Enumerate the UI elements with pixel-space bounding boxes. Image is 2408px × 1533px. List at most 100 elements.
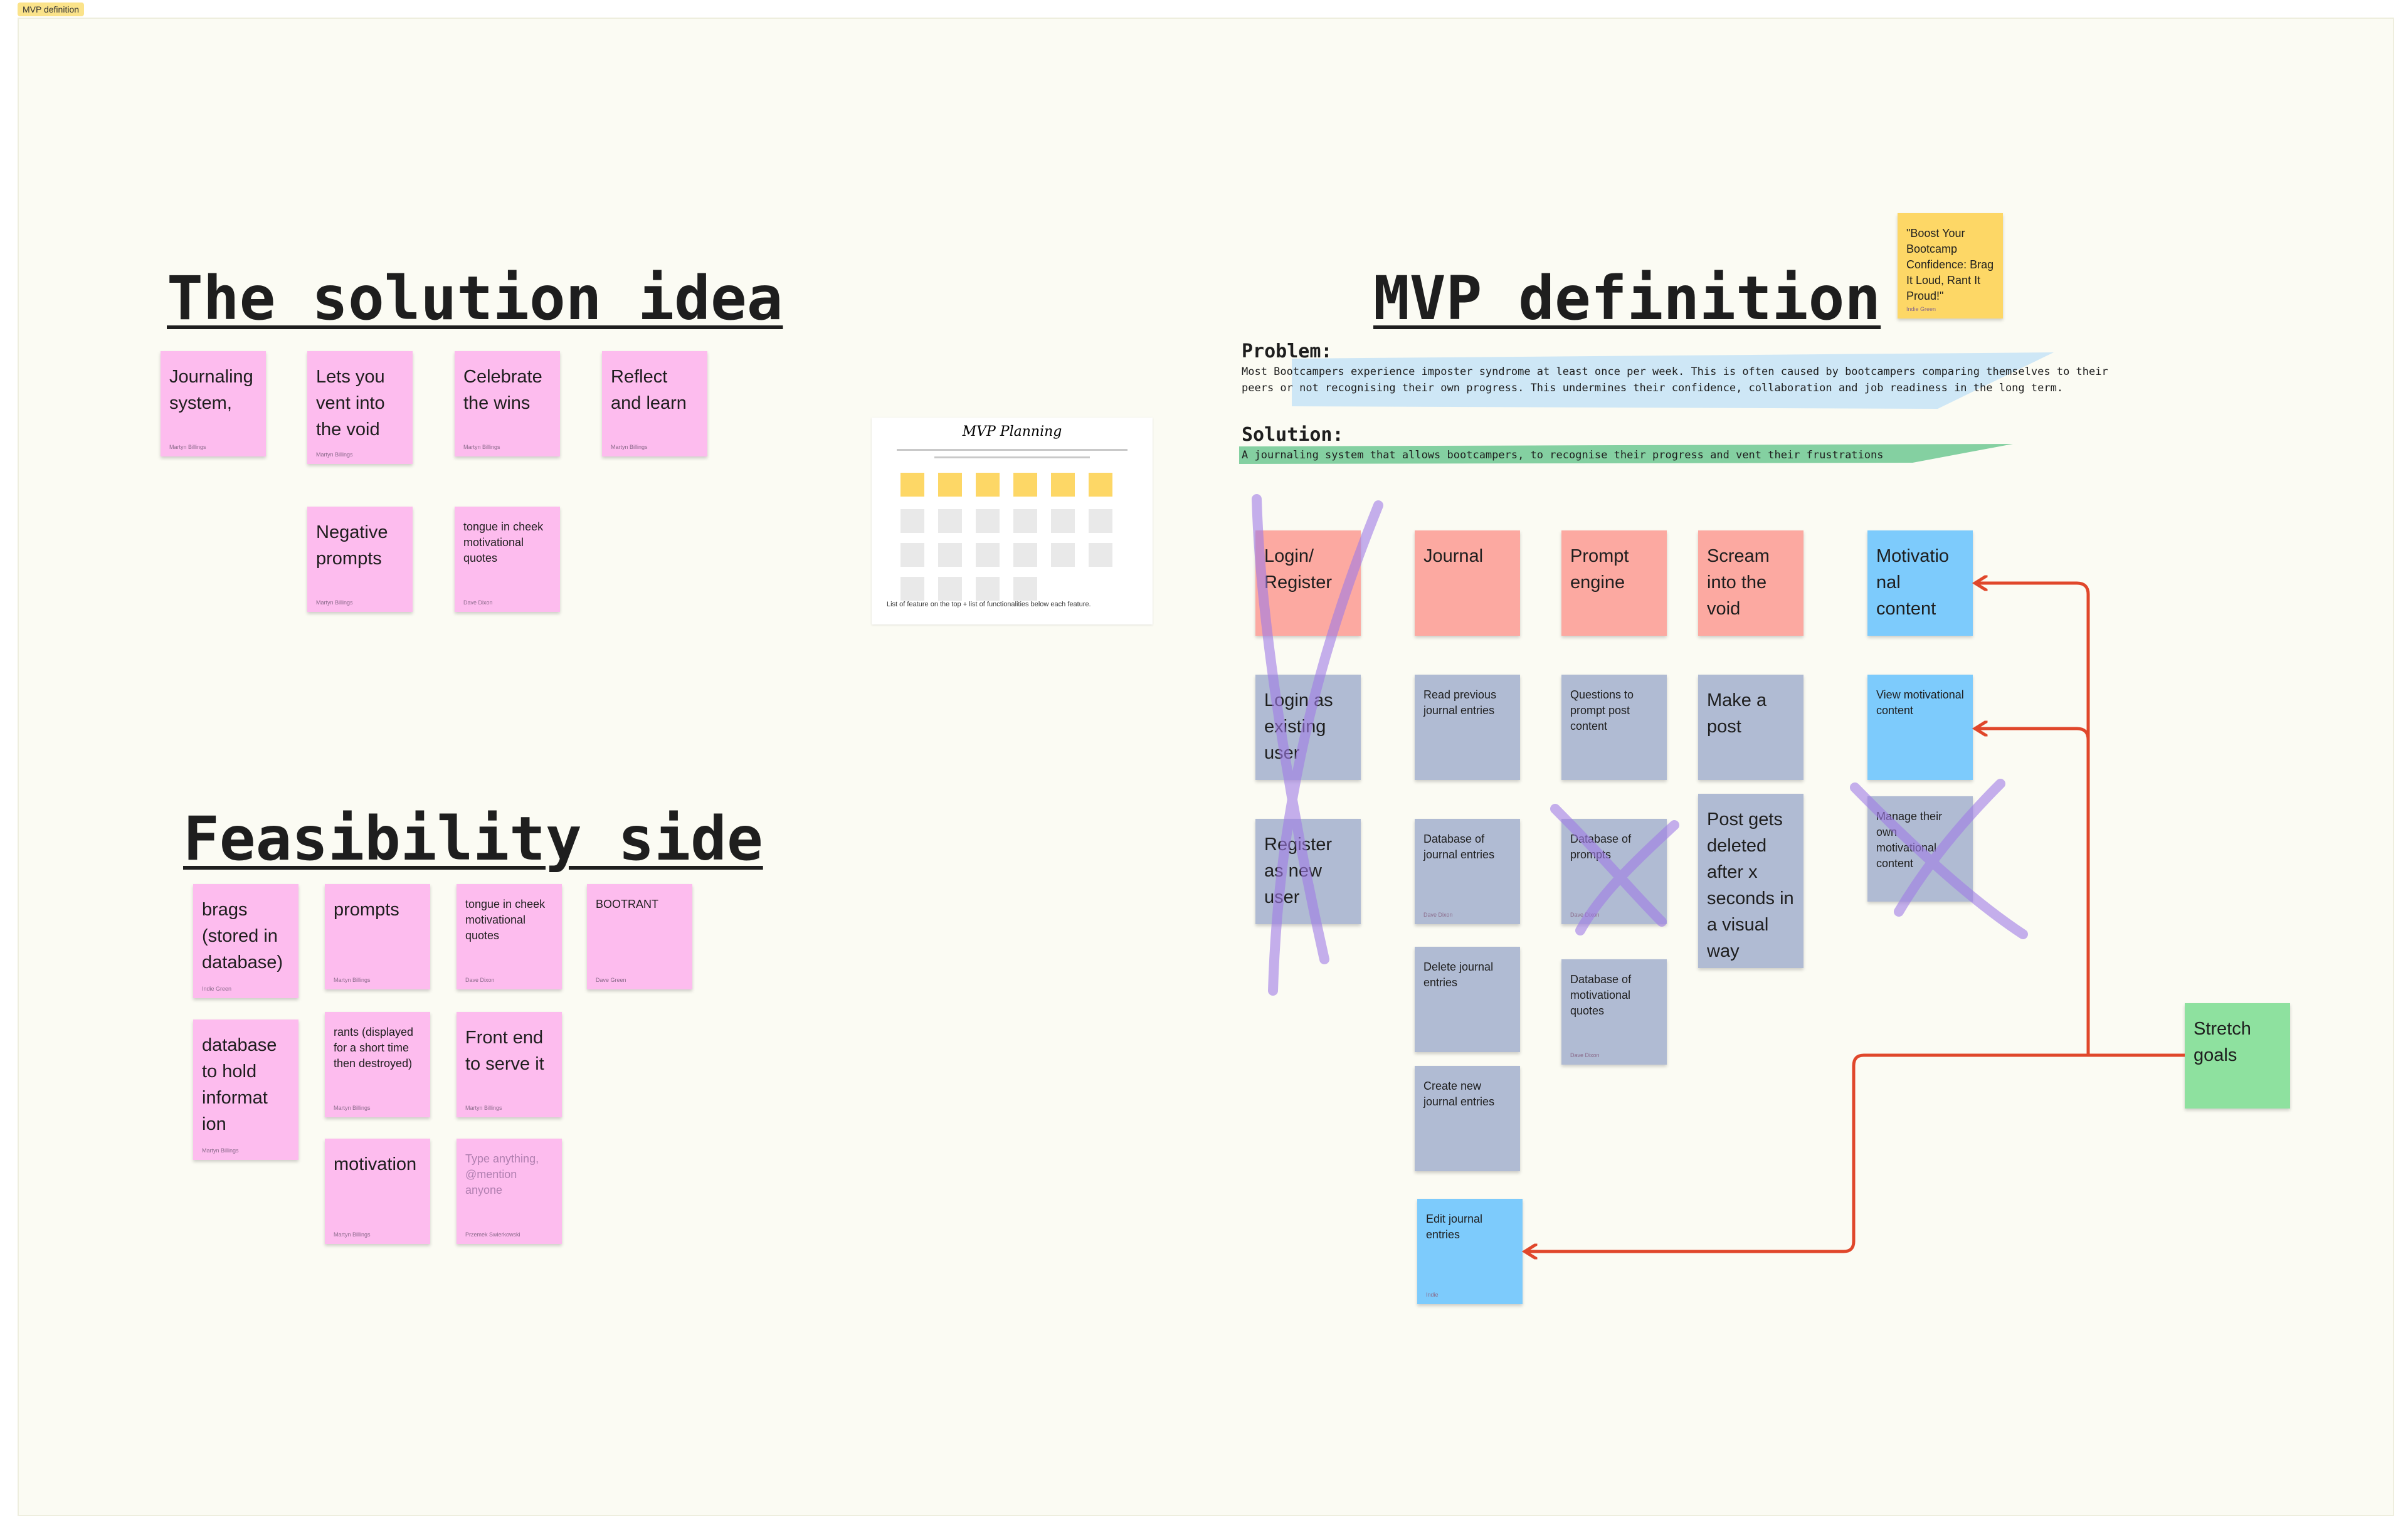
slogan-sticky[interactable]: "Boost Your Bootcamp Confidence: Brag It… bbox=[1898, 213, 2003, 319]
sticky-text: Reflect and learn bbox=[611, 367, 687, 413]
sticky-text: rants (displayed for a short time then d… bbox=[334, 1026, 414, 1070]
sticky-note[interactable]: Journaling system, Martyn Billings bbox=[161, 351, 266, 456]
problem-text-line-2: peers or not recognising their own progr… bbox=[1242, 382, 2064, 394]
feature-login-register[interactable]: Login/ Register bbox=[1255, 530, 1361, 636]
sticky-text: Login as existing user bbox=[1264, 690, 1333, 763]
task-questions-prompt[interactable]: Questions to prompt post content bbox=[1561, 675, 1667, 780]
sticky-note[interactable]: database to hold informat ion Martyn Bil… bbox=[193, 1019, 298, 1160]
sticky-author: Dave Dixon bbox=[1423, 912, 1453, 918]
section-tab[interactable]: MVP definition bbox=[18, 3, 85, 16]
sticky-text: Questions to prompt post content bbox=[1570, 688, 1634, 732]
thumbnail-sticky bbox=[938, 509, 962, 533]
heading-feasibility-side: Feasibility side bbox=[183, 804, 763, 874]
thumbnail-sticky bbox=[900, 577, 924, 601]
sticky-text: Delete journal entries bbox=[1423, 961, 1494, 989]
sticky-text: brags (stored in database) bbox=[202, 900, 283, 972]
task-database-prompts[interactable]: Database of prompts Dave Dixon bbox=[1561, 819, 1667, 924]
sticky-author: Indie Green bbox=[202, 986, 232, 992]
feature-journal[interactable]: Journal bbox=[1415, 530, 1520, 636]
sticky-text: Front end to serve it bbox=[465, 1028, 544, 1074]
sticky-author: Dave Dixon bbox=[465, 977, 495, 983]
sticky-text: prompts bbox=[334, 900, 399, 920]
sticky-author: Martyn Billings bbox=[334, 977, 371, 983]
section-frame bbox=[18, 18, 2394, 1516]
sticky-text: Lets you vent into the void bbox=[316, 367, 385, 440]
sticky-text: Post gets deleted after x seconds in a v… bbox=[1707, 809, 1794, 961]
task-view-motivational[interactable]: View motivational content bbox=[1867, 675, 1973, 780]
task-database-quotes[interactable]: Database of motivational quotes Dave Dix… bbox=[1561, 959, 1667, 1065]
sticky-note[interactable]: BOOTRANT Dave Green bbox=[587, 884, 692, 989]
sticky-note[interactable]: Lets you vent into the void Martyn Billi… bbox=[307, 351, 413, 464]
sticky-text: Edit journal entries bbox=[1426, 1213, 1483, 1241]
thumbnail-sticky bbox=[1089, 543, 1112, 567]
task-login-existing-user[interactable]: Login as existing user bbox=[1255, 675, 1361, 780]
sticky-text: Database of prompts bbox=[1570, 833, 1632, 861]
sticky-note[interactable]: prompts Martyn Billings bbox=[325, 884, 430, 989]
sticky-text: "Boost Your Bootcamp Confidence: Brag It… bbox=[1906, 227, 1994, 302]
task-delete-journal[interactable]: Delete journal entries bbox=[1415, 947, 1520, 1052]
sticky-note[interactable]: rants (displayed for a short time then d… bbox=[325, 1012, 430, 1117]
thumbnail-sticky bbox=[1051, 473, 1075, 497]
task-register-new-user[interactable]: Register as new user bbox=[1255, 819, 1361, 924]
thumbnail-sticky bbox=[900, 543, 924, 567]
sticky-text: Journaling system, bbox=[169, 367, 253, 413]
sticky-text: Manage their own motivational content bbox=[1876, 810, 1943, 870]
feature-motivational-content[interactable]: Motivatio nal content bbox=[1867, 530, 1973, 636]
sticky-text: Make a post bbox=[1707, 690, 1767, 737]
thumbnail-caption: List of feature on the top + list of fun… bbox=[887, 601, 1091, 608]
heading-solution-idea: The solution idea bbox=[167, 263, 783, 334]
problem-text-line-1: Most Bootcampers experience imposter syn… bbox=[1242, 366, 2108, 378]
task-post-deleted[interactable]: Post gets deleted after x seconds in a v… bbox=[1698, 794, 1803, 968]
sticky-author: Dave Dixon bbox=[1570, 1052, 1600, 1058]
thumbnail-sticky bbox=[976, 543, 1000, 567]
sticky-note[interactable]: Celebrate the wins Martyn Billings bbox=[455, 351, 560, 456]
thumbnail-sticky bbox=[938, 473, 962, 497]
sticky-text: database to hold informat ion bbox=[202, 1035, 277, 1134]
sticky-text: View motivational content bbox=[1876, 688, 1964, 717]
sticky-note[interactable]: Front end to serve it Martyn Billings bbox=[457, 1012, 562, 1117]
sticky-note[interactable]: brags (stored in database) Indie Green bbox=[193, 884, 298, 998]
sticky-note[interactable]: tongue in cheek motivational quotes Dave… bbox=[457, 884, 562, 989]
sticky-author: Dave Dixon bbox=[1570, 912, 1600, 918]
sticky-text: tongue in cheek motivational quotes bbox=[463, 520, 544, 564]
sticky-note[interactable]: motivation Martyn Billings bbox=[325, 1139, 430, 1244]
sticky-author: Dave Green bbox=[596, 977, 626, 983]
task-database-journal[interactable]: Database of journal entries Dave Dixon bbox=[1415, 819, 1520, 924]
sticky-text: tongue in cheek motivational quotes bbox=[465, 898, 546, 942]
solution-label: Solution: bbox=[1242, 424, 1344, 446]
sticky-text: Journal bbox=[1423, 546, 1484, 566]
sticky-author: Martyn Billings bbox=[334, 1231, 371, 1238]
sticky-text: Read previous journal entries bbox=[1423, 688, 1497, 717]
sticky-author: Martyn Billings bbox=[316, 599, 353, 606]
feature-scream-into-void[interactable]: Scream into the void bbox=[1698, 530, 1803, 636]
feature-prompt-engine[interactable]: Prompt engine bbox=[1561, 530, 1667, 636]
sticky-text: Login/ Register bbox=[1264, 546, 1332, 593]
sticky-author: Dave Dixon bbox=[463, 599, 493, 606]
task-manage-motivational[interactable]: Manage their own motivational content bbox=[1867, 796, 1973, 902]
mvp-planning-thumbnail[interactable]: MVP Planning List of feature on the top … bbox=[872, 418, 1153, 624]
sticky-author: Martyn Billings bbox=[611, 444, 648, 450]
sticky-text: Celebrate the wins bbox=[463, 367, 542, 413]
thumbnail-sticky bbox=[976, 509, 1000, 533]
task-create-journal[interactable]: Create new journal entries bbox=[1415, 1066, 1520, 1171]
sticky-note[interactable]: Reflect and learn Martyn Billings bbox=[602, 351, 707, 456]
sticky-author: Martyn Billings bbox=[465, 1105, 502, 1111]
sticky-author: Przemek Swierkowski bbox=[465, 1231, 520, 1238]
sticky-note[interactable]: Negative prompts Martyn Billings bbox=[307, 507, 413, 612]
sticky-text: Register as new user bbox=[1264, 835, 1332, 907]
sticky-note-placeholder[interactable]: Type anything, @mention anyone Przemek S… bbox=[457, 1139, 562, 1244]
thumbnail-title: MVP Planning bbox=[962, 424, 1062, 440]
task-make-a-post[interactable]: Make a post bbox=[1698, 675, 1803, 780]
sticky-author: Martyn Billings bbox=[202, 1147, 239, 1154]
task-read-previous-entries[interactable]: Read previous journal entries bbox=[1415, 675, 1520, 780]
task-edit-journal[interactable]: Edit journal entries Indie bbox=[1417, 1199, 1523, 1304]
sticky-author: Martyn Billings bbox=[316, 451, 353, 458]
heading-mvp-definition: MVP definition bbox=[1373, 263, 1881, 334]
sticky-text: Motivatio nal content bbox=[1876, 546, 1950, 619]
stretch-goals-sticky[interactable]: Stretch goals bbox=[2185, 1003, 2290, 1109]
sticky-text: Prompt engine bbox=[1570, 546, 1629, 593]
sticky-author: Martyn Billings bbox=[334, 1105, 371, 1111]
thumbnail-text-line bbox=[897, 449, 1127, 451]
sticky-note[interactable]: tongue in cheek motivational quotes Dave… bbox=[455, 507, 560, 612]
thumbnail-sticky bbox=[900, 473, 924, 497]
